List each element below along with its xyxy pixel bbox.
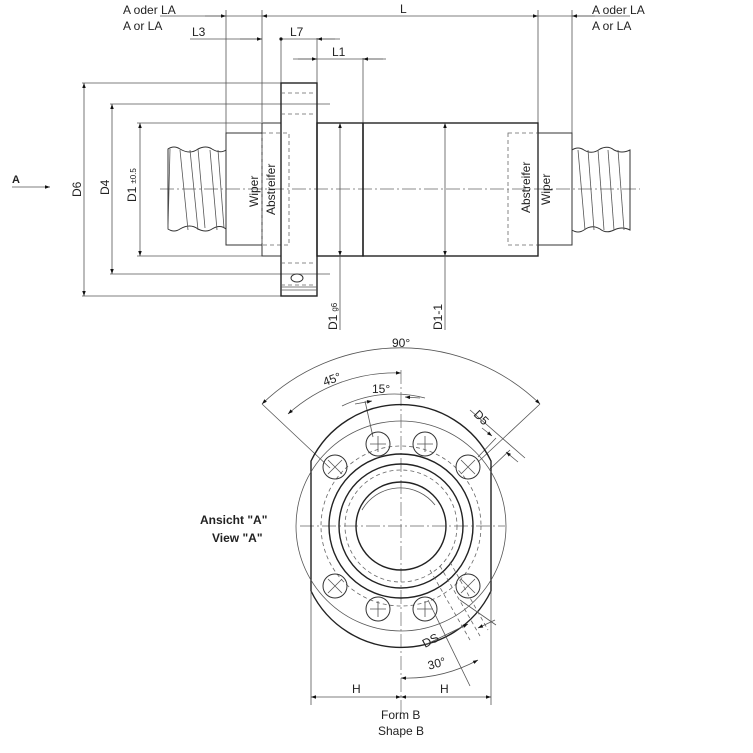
bolt-hole bbox=[322, 573, 348, 599]
front-view: 90° 45° 15° D5 bbox=[200, 336, 541, 738]
dim-d1-1-label: D1-1 bbox=[431, 304, 445, 330]
dim-l7-label: L7 bbox=[290, 25, 304, 39]
dim-h-right-label: H bbox=[440, 682, 449, 696]
angle-15-label: 15° bbox=[372, 382, 390, 396]
screw-thread-right bbox=[571, 146, 631, 233]
abstreifer-left-label: Abstreifer bbox=[264, 164, 278, 215]
bolt-circle bbox=[320, 445, 482, 607]
abstreifer-right-label: Abstreifer bbox=[519, 162, 533, 213]
angle-15-arc bbox=[341, 393, 426, 407]
bolt-hole bbox=[365, 596, 391, 622]
bolt-holes bbox=[322, 431, 481, 622]
bolt-hole bbox=[322, 454, 348, 480]
view-caption: View "A" bbox=[212, 531, 263, 545]
dim-l1-label: L1 bbox=[332, 45, 346, 59]
a-or-la-right: A or LA bbox=[592, 19, 631, 33]
dim-h-left-label: H bbox=[352, 682, 361, 696]
a-or-la-left: A or LA bbox=[123, 19, 162, 33]
dim-d5-label: D5 bbox=[471, 407, 492, 428]
nut-body bbox=[362, 122, 539, 257]
dim-d6-label: D6 bbox=[70, 181, 84, 197]
side-view: L L3 L7 L1 A oder LA A or LA A oder LA A… bbox=[12, 2, 645, 330]
angle-90-label: 90° bbox=[392, 336, 410, 350]
a-oder-la-left: A oder LA bbox=[123, 3, 176, 17]
dim-ds-label: DS bbox=[420, 630, 441, 650]
bolt-hole bbox=[412, 431, 438, 457]
shape-caption: Shape B bbox=[378, 724, 424, 738]
a-oder-la-right: A oder LA bbox=[592, 3, 645, 17]
lube-hole-icon bbox=[290, 273, 304, 283]
bolt-hole bbox=[365, 431, 391, 457]
angle-30-label: 30° bbox=[426, 654, 447, 672]
dim-l-label: L bbox=[400, 2, 407, 16]
angle-30-arc bbox=[400, 659, 479, 680]
dim-l3-label: L3 bbox=[192, 25, 206, 39]
form-caption: Form B bbox=[381, 708, 420, 722]
dim-d4-label: D4 bbox=[98, 179, 112, 195]
ansicht-caption: Ansicht "A" bbox=[200, 513, 267, 527]
wiper-left-label: Wiper bbox=[247, 176, 261, 207]
angle-45-label: 45° bbox=[321, 370, 343, 389]
bolt-hole bbox=[412, 596, 438, 622]
dim-d1-g6-label: D1g6 bbox=[326, 302, 340, 330]
view-a-arrow-label: A bbox=[12, 174, 20, 186]
bolt-hole bbox=[455, 573, 481, 599]
dimension-l: L bbox=[160, 2, 630, 18]
angle-45-arc bbox=[287, 371, 402, 415]
bolt-hole bbox=[455, 454, 481, 480]
flange bbox=[280, 82, 318, 297]
wiper-right-label: Wiper bbox=[539, 174, 553, 205]
dim-d1-tol-label: D1±0.5 bbox=[125, 168, 139, 202]
